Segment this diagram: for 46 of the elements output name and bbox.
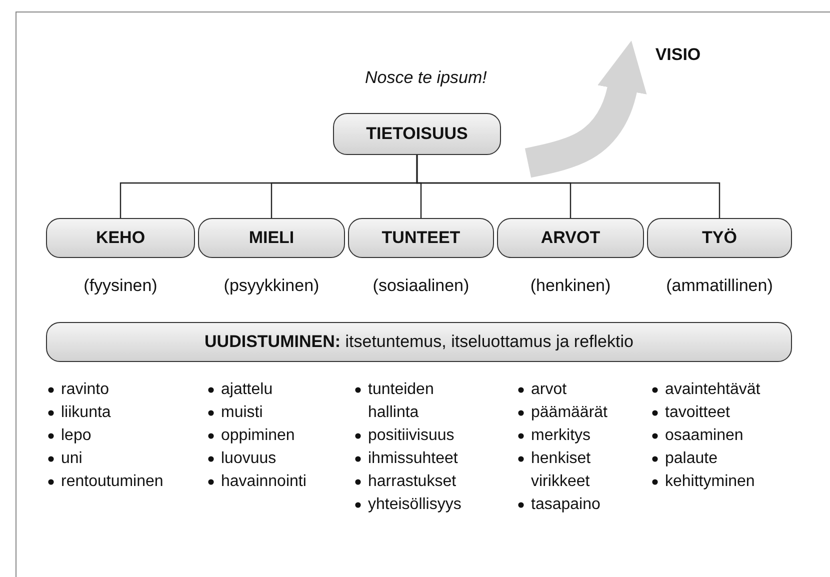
box-label: TYÖ — [702, 228, 737, 248]
caption-text: (sosiaalinen) — [372, 276, 470, 296]
box-label: KEHO — [96, 228, 146, 248]
list-item: ajattelu — [221, 381, 273, 398]
heading-text: VISIO — [655, 45, 701, 65]
list-item: oppiminen — [221, 427, 295, 444]
list-item: luovuus — [221, 450, 276, 467]
curved-arrow — [523, 40, 647, 178]
caption-text: (fyysinen) — [82, 276, 158, 296]
list-item: lepo — [61, 427, 92, 444]
list-item: uni — [61, 450, 82, 467]
rounded-box — [497, 218, 644, 258]
list-item: osaaminen — [665, 427, 744, 444]
caption-text: (ammatillinen) — [665, 276, 774, 296]
list-item: merkitys — [531, 427, 591, 444]
connector-line — [416, 155, 720, 218]
rounded-box — [333, 113, 501, 155]
list-item: avaintehtävät — [665, 381, 760, 398]
rounded-box — [46, 218, 195, 258]
rounded-box — [647, 218, 792, 258]
list-item: päämäärät — [531, 404, 608, 421]
rounded-box — [198, 218, 345, 258]
box-label: TUNTEET — [382, 228, 460, 248]
caption-text: (henkinen) — [529, 276, 612, 296]
rounded-box — [46, 322, 792, 362]
list-item: ravinto — [61, 381, 110, 398]
list-item: positiivisuus — [368, 427, 454, 444]
motto-text: Nosce te ipsum! — [365, 67, 487, 89]
list-item: yhteisöllisyys — [368, 496, 462, 513]
list-item: kehittyminen — [665, 473, 755, 490]
list-item: harrastukset — [368, 473, 456, 490]
list-item: palaute — [665, 450, 718, 467]
list-item: arvot — [531, 381, 567, 398]
list-item: muisti — [221, 404, 263, 421]
list-item: liikunta — [61, 404, 111, 421]
box-label: UUDISTUMINEN: itsetuntemus, itseluottamus ja reflektio — [204, 332, 634, 352]
caption-text: (psyykkinen) — [222, 276, 320, 296]
rounded-box — [348, 218, 494, 258]
list-item: rentoutuminen — [61, 473, 164, 490]
box-label: MIELI — [248, 228, 294, 248]
list-item: havainnointi — [221, 473, 306, 490]
list-item: ihmissuhteet — [368, 450, 458, 467]
box-label: TIETOISUUS — [366, 124, 468, 144]
list-item: tasapaino — [531, 496, 600, 513]
box-label: ARVOT — [540, 228, 600, 248]
list-item: tavoitteet — [665, 404, 730, 421]
